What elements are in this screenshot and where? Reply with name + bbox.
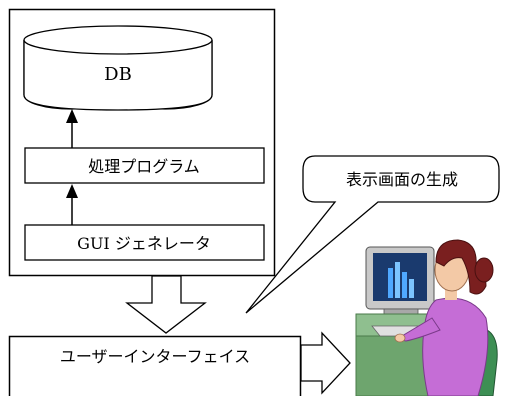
- gui-generator-label: GUI ジェネレータ: [77, 234, 211, 253]
- person-at-computer-icon: [355, 239, 498, 396]
- gui-generator-box: [24, 224, 265, 261]
- database-cylinder: DB: [23, 25, 213, 111]
- callout-bubble: 表示画面の生成: [245, 155, 500, 314]
- database-label: DB: [104, 64, 132, 85]
- processing-program-box: [24, 147, 265, 184]
- arrow-generator-to-processing: [66, 184, 78, 225]
- callout-label: 表示画面の生成: [346, 170, 458, 189]
- user-interface-box: [8, 335, 302, 396]
- arrow-processing-to-db: [66, 109, 78, 148]
- hollow-arrow-to-ui: [125, 275, 207, 334]
- hollow-arrow-to-user: [300, 331, 351, 395]
- processing-program-label: 処理プログラム: [88, 157, 200, 176]
- user-interface-label: ユーザーインターフェイス: [60, 347, 250, 366]
